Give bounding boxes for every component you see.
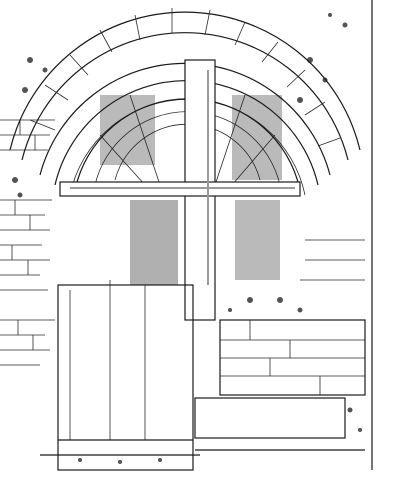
left-brick-wall xyxy=(0,119,55,366)
ivy-foliage xyxy=(12,13,362,464)
arched-window xyxy=(74,75,301,285)
door-frame xyxy=(40,280,200,471)
window-cross xyxy=(59,59,301,321)
right-brick-wall xyxy=(194,239,366,451)
